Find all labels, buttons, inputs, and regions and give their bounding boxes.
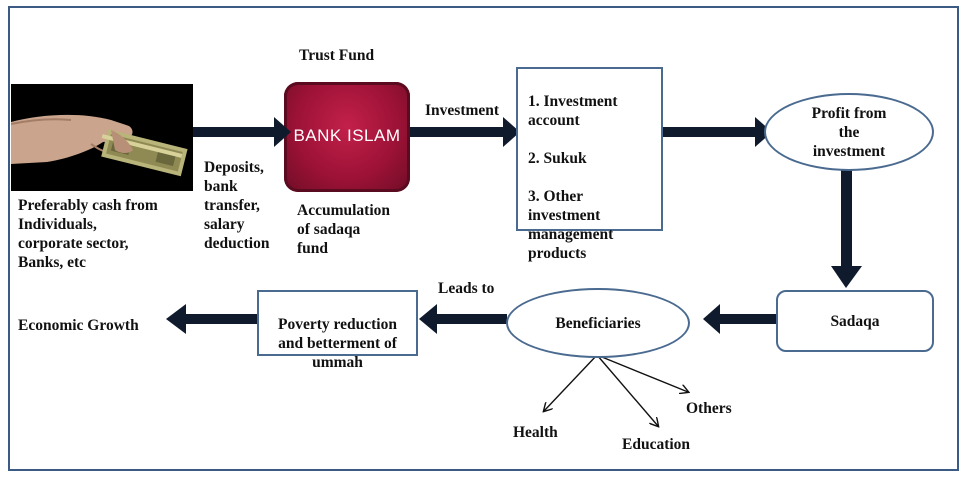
leads-to-label: Leads to: [438, 280, 495, 297]
beneficiaries-label: Beneficiaries: [555, 314, 641, 332]
poverty-reduction-box: Poverty reduction and betterment of umma…: [257, 290, 418, 371]
arrow-to-others: [596, 354, 688, 392]
arrow-cash-to-trust-fund: [193, 117, 291, 147]
arrow-poverty-to-economic-growth: [166, 304, 257, 334]
profit-ellipse: Profit from the investment: [764, 93, 934, 171]
economic-growth-label: Economic Growth: [18, 317, 139, 334]
diagram-frame: [8, 6, 959, 471]
cash-source-label: Preferably cash from Individuals, corpor…: [18, 197, 158, 271]
arrow-investment-to-profit: [662, 117, 772, 147]
bank-islam-logo-text: BANK ISLAM: [293, 126, 401, 145]
arrow-to-health: [544, 354, 598, 411]
sadaqa-box: Sadaqa: [776, 290, 934, 352]
investment-label: Investment: [425, 102, 500, 119]
trust-fund-label: Trust Fund: [299, 47, 375, 64]
arrow-to-education: [596, 354, 658, 426]
investment-products-box: 1. Investment account 2. Sukuk 3. Other …: [516, 67, 663, 262]
beneficiaries-ellipse: Beneficiaries: [506, 288, 690, 358]
accumulation-label: Accumulation of sadaqa fund: [297, 202, 390, 257]
others-label: Others: [686, 400, 732, 417]
deposit-methods-label: Deposits, bank transfer, salary deductio…: [204, 159, 270, 252]
education-label: Education: [622, 436, 691, 453]
arrow-beneficiaries-to-poverty: [419, 304, 507, 334]
arrow-trust-fund-to-investment: [410, 117, 520, 147]
bank-islam-logo: BANK ISLAM: [284, 82, 410, 192]
hand-holding-cash-photo: [11, 84, 193, 191]
arrow-profit-to-sadaqa: [831, 166, 862, 288]
investment-product-item: 1. Investment account: [528, 93, 618, 129]
profit-label: Profit from the investment: [811, 104, 887, 160]
sadaqa-label: Sadaqa: [830, 312, 880, 330]
poverty-reduction-label: Poverty reduction and betterment of umma…: [278, 316, 397, 371]
arrow-sadaqa-to-beneficiaries: [703, 304, 776, 334]
investment-product-item: 3. Other investment management products: [528, 188, 614, 262]
health-label: Health: [513, 424, 558, 441]
investment-product-item: 2. Sukuk: [528, 150, 587, 167]
